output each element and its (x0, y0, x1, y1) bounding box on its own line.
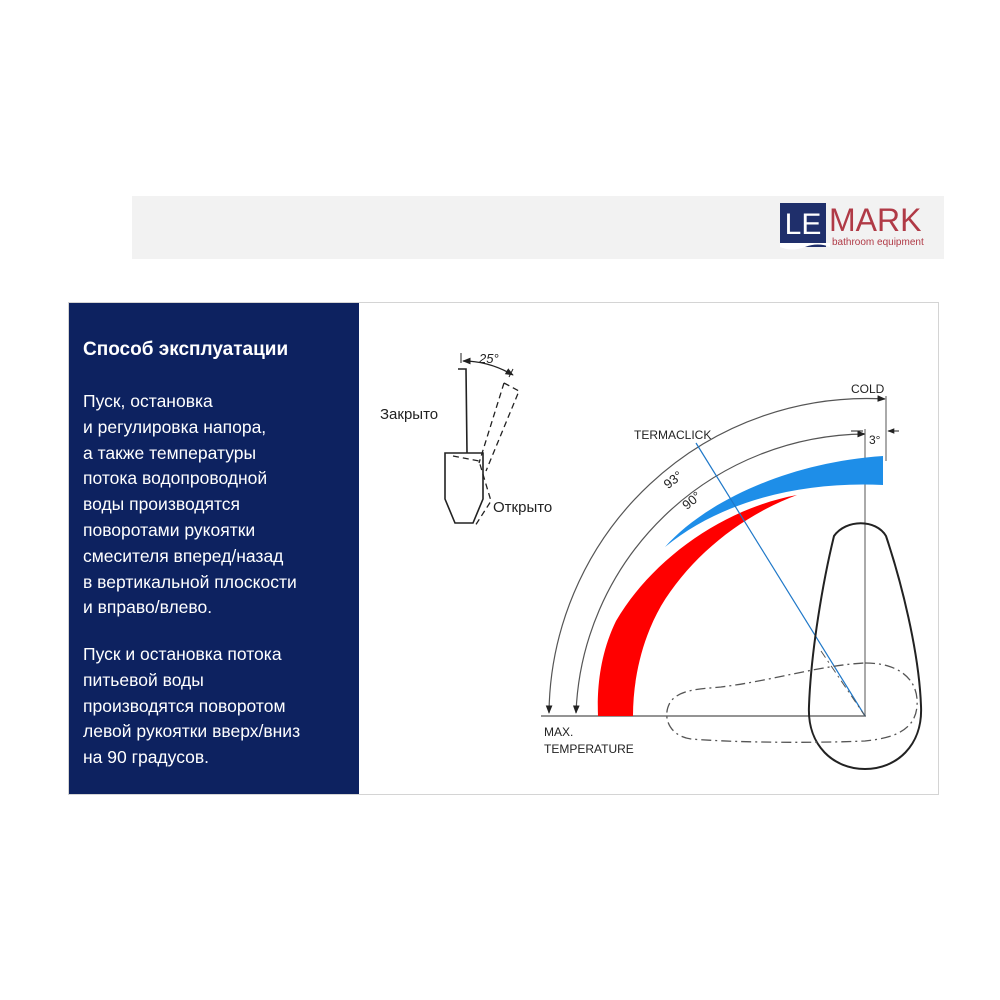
lemark-logo: LE MARK bathroom equipment (780, 202, 940, 253)
paragraph-line: Пуск, остановка (83, 391, 213, 411)
arc-90-degrees (572, 430, 866, 714)
label-open: Открыто (493, 499, 552, 516)
paragraph-line: поворотами рукоятки (83, 519, 256, 540)
paragraph-line: Пуск и остановка потока (83, 644, 282, 664)
angle-25-arc (462, 357, 514, 376)
panel-title: Способ эксплуатации (83, 339, 289, 360)
label-closed: Закрыто (380, 406, 438, 423)
logo-mark-text: MARK (829, 202, 922, 238)
lever-open-dashed-outline (452, 382, 520, 527)
small-lever-figure: 25° Закрыто Открыто (380, 351, 552, 527)
paragraph-line: питьевой воды (83, 669, 204, 690)
instruction-card: Способ эксплуатации Пуск, остановка и ре… (68, 302, 939, 795)
paragraph-line: в вертикальной плоскости (83, 571, 297, 592)
paragraph-line: смесителя вперед/назад (83, 545, 284, 566)
handle-outline-dashed (666, 662, 918, 743)
paragraph-operation: Пуск, остановка и регулировка напора, а … (83, 389, 297, 621)
paragraph-line: производятся поворотом (83, 695, 286, 716)
angle-3-label: 3° (869, 433, 881, 447)
paragraph-line: левой рукоятки вверх/вниз (83, 721, 301, 742)
termaclick-line (695, 442, 866, 717)
handle-outline-solid (807, 522, 923, 771)
lever-closed-outline (444, 368, 484, 524)
handle-axis-dashed (820, 650, 866, 717)
paragraph-line: и регулировка напора, (83, 416, 267, 437)
paragraph-line: на 90 градусов. (83, 747, 210, 768)
angle-90-label: 90° (679, 488, 704, 512)
angle-25-label: 25° (478, 351, 499, 366)
cold-water-band (665, 456, 883, 547)
hot-water-band (597, 495, 797, 716)
label-termaclick: TERMACLICK (634, 428, 711, 442)
paragraph-drinking-water: Пуск и остановка потока питьевой воды пр… (83, 642, 300, 771)
lever-diagram: 25° Закрыто Открыто COLD TERMACLICK 3° 9… (380, 351, 923, 771)
paragraph-line: и вправо/влево. (83, 597, 213, 618)
paragraph-line: потока водопроводной (83, 468, 268, 489)
logo-le-box: LE (780, 203, 826, 247)
text-panel: Способ эксплуатации Пуск, остановка и ре… (69, 303, 359, 794)
paragraph-line: а также температуры (83, 442, 257, 463)
label-cold: COLD (851, 382, 885, 396)
logo-tagline: bathroom equipment (832, 237, 924, 248)
label-temperature: TEMPERATURE (544, 742, 634, 756)
logo-wave-icon (780, 243, 830, 250)
paragraph-line: воды производятся (83, 494, 241, 515)
header-band: LE MARK bathroom equipment (132, 196, 944, 259)
label-max: MAX. (544, 725, 573, 739)
